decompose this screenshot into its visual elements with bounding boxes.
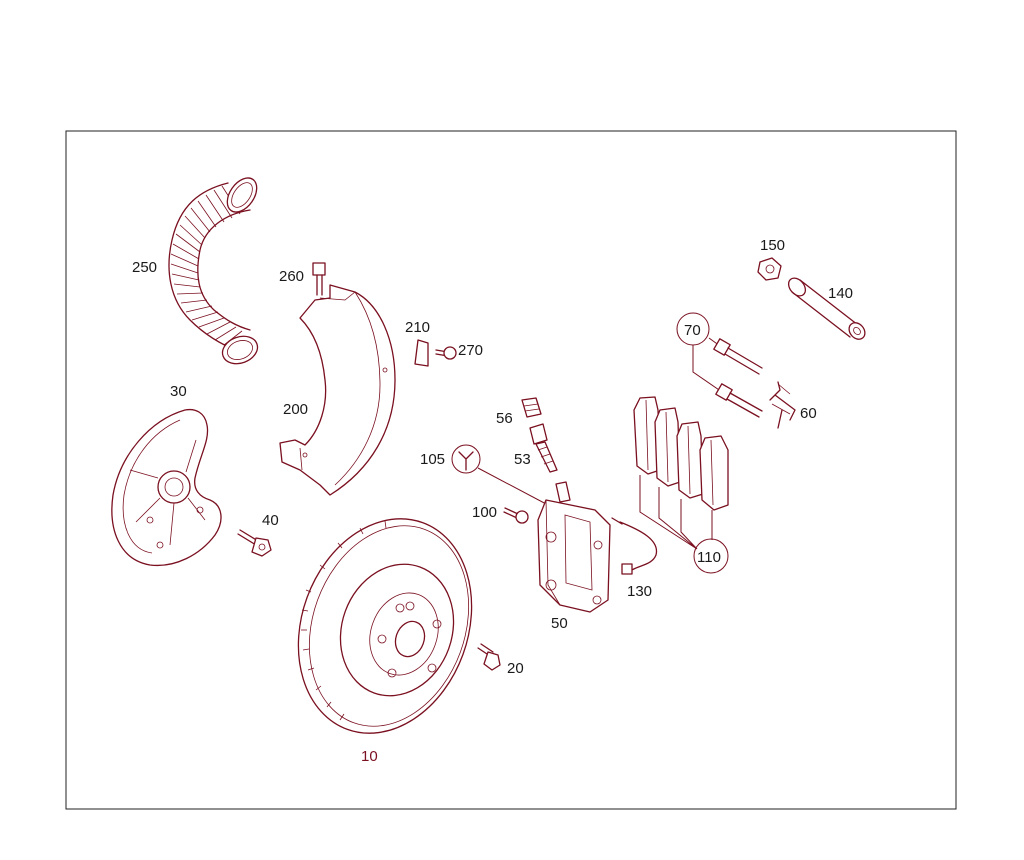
part-260-bolt[interactable] bbox=[312, 262, 326, 296]
part-60-spring-clip[interactable] bbox=[769, 381, 796, 429]
part-270-screw[interactable] bbox=[435, 346, 457, 360]
part-30-dust-shield[interactable] bbox=[111, 408, 222, 567]
label-260: 260 bbox=[279, 268, 304, 285]
label-250: 250 bbox=[132, 259, 157, 276]
label-50: 50 bbox=[551, 615, 568, 632]
label-100: 100 bbox=[472, 504, 497, 521]
label-30: 30 bbox=[170, 383, 187, 400]
label-140: 140 bbox=[828, 285, 853, 302]
part-110-brake-pad-4[interactable] bbox=[699, 435, 729, 511]
label-56: 56 bbox=[496, 410, 513, 427]
diagram-frame bbox=[65, 130, 957, 810]
label-70: 70 bbox=[684, 322, 701, 339]
part-200-splash-shield[interactable] bbox=[279, 284, 396, 496]
part-70-guide-pin-upper[interactable] bbox=[713, 338, 763, 375]
part-56-cap[interactable] bbox=[521, 397, 542, 418]
label-130: 130 bbox=[627, 583, 652, 600]
part-10-brake-disc[interactable] bbox=[269, 494, 500, 758]
part-20-bolt[interactable] bbox=[477, 643, 501, 671]
label-210: 210 bbox=[405, 319, 430, 336]
wrench-icon bbox=[451, 444, 481, 474]
part-50-brake-caliper[interactable] bbox=[537, 481, 611, 613]
part-110-brake-pad-2[interactable] bbox=[654, 407, 681, 487]
part-100-screw[interactable] bbox=[503, 507, 529, 524]
label-53: 53 bbox=[514, 451, 531, 468]
part-140-sleeve[interactable] bbox=[785, 275, 868, 343]
label-10: 10 bbox=[361, 748, 378, 765]
part-110-brake-pad-3[interactable] bbox=[676, 421, 704, 499]
part-40-bolt[interactable] bbox=[237, 529, 272, 557]
label-150: 150 bbox=[760, 237, 785, 254]
callout-circle-110 bbox=[693, 538, 729, 574]
label-40: 40 bbox=[262, 512, 279, 529]
part-150-nut[interactable] bbox=[757, 257, 782, 281]
part-110-brake-pad-1[interactable] bbox=[633, 396, 661, 475]
label-60: 60 bbox=[800, 405, 817, 422]
label-270: 270 bbox=[458, 342, 483, 359]
part-53-bleed-valve[interactable] bbox=[529, 423, 558, 473]
label-105: 105 bbox=[420, 451, 445, 468]
part-70-guide-pin-lower[interactable] bbox=[715, 383, 763, 418]
part-210-clip[interactable] bbox=[414, 339, 429, 367]
label-200: 200 bbox=[283, 401, 308, 418]
part-250-air-duct[interactable] bbox=[168, 173, 263, 369]
label-110: 110 bbox=[697, 549, 721, 566]
label-20: 20 bbox=[507, 660, 524, 677]
part-130-wear-sensor[interactable] bbox=[611, 517, 658, 575]
